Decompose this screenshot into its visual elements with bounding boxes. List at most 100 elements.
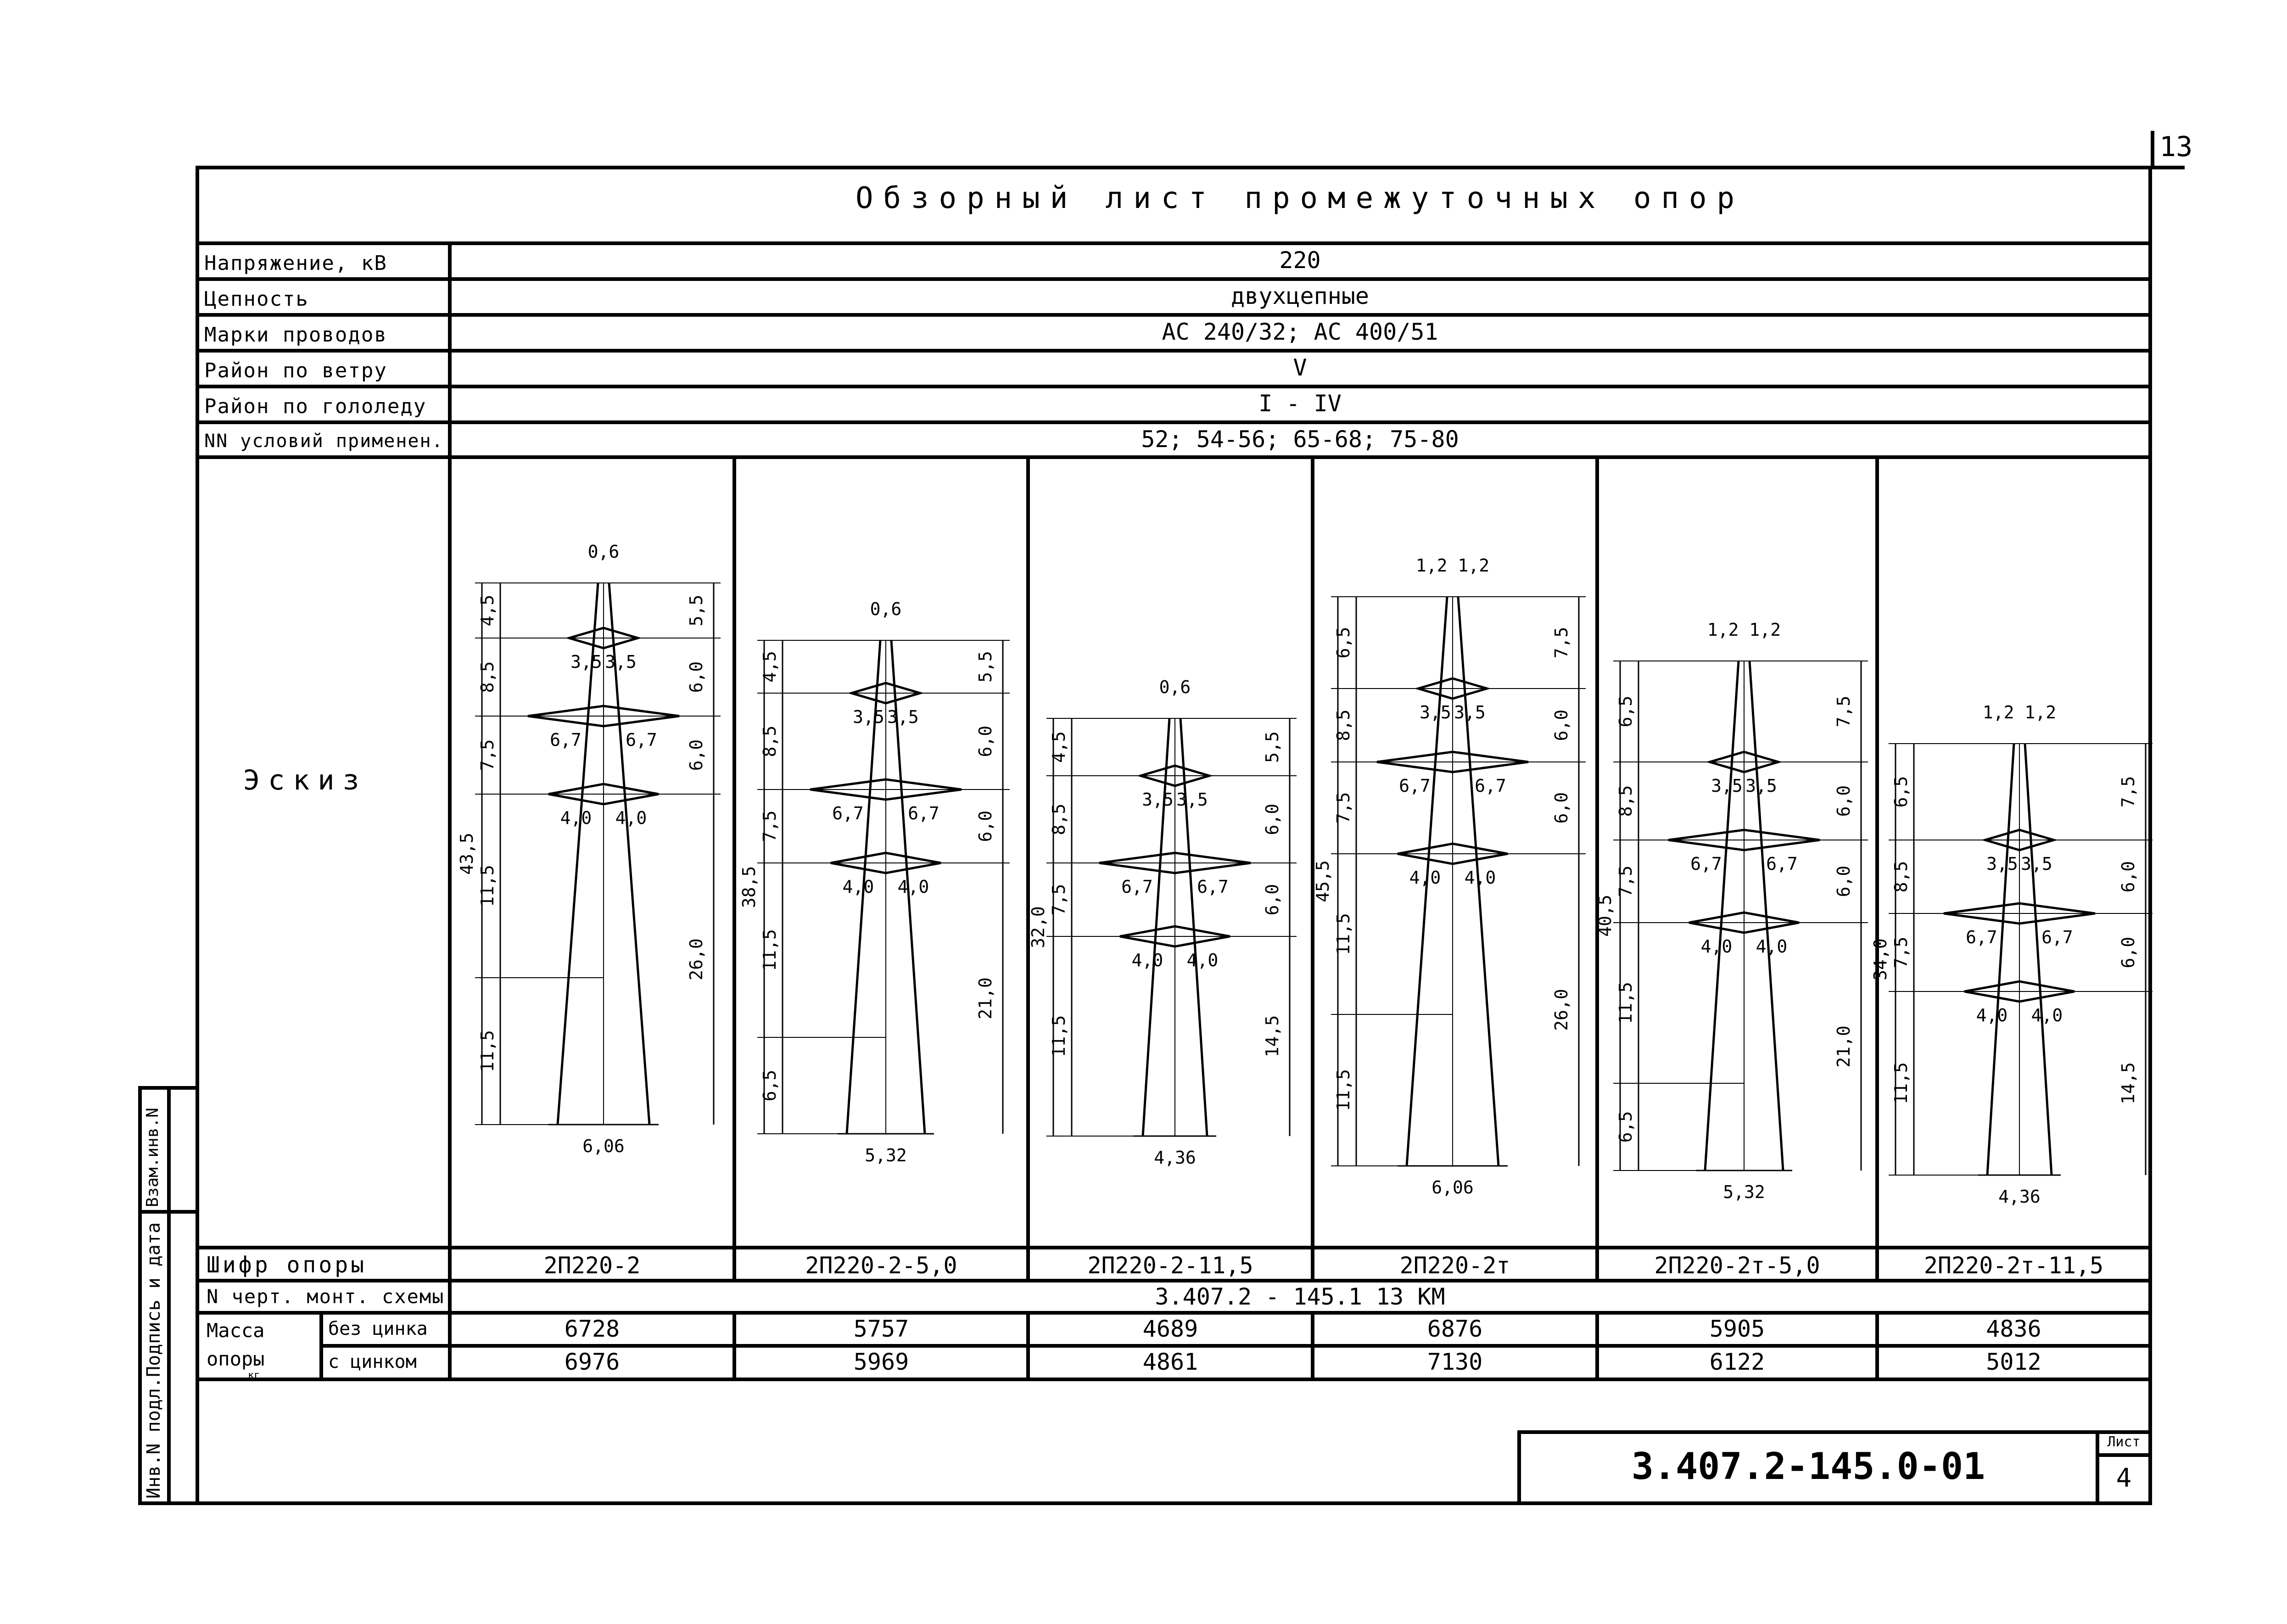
arm-dim-label: 3,5 xyxy=(887,707,919,727)
tower-code: 2П220-2т-11,5 xyxy=(1924,1252,2104,1279)
param-value: двухцепные xyxy=(1230,283,1370,309)
tower-leg xyxy=(1141,718,1171,1137)
dim-label: 6,0 xyxy=(2118,861,2138,893)
arm-dim-label: 3,5 xyxy=(2021,854,2052,874)
dim-label: 7,5 xyxy=(1333,792,1353,824)
dim-label: 14,5 xyxy=(2118,1062,2138,1104)
dim-label: 8,5 xyxy=(1333,710,1353,741)
arm-dim-label: 3,5 xyxy=(1986,854,2018,874)
top-dim-label: 0,6 xyxy=(1159,677,1191,697)
sheet-frame xyxy=(196,166,2152,1505)
dim-label: 11,5 xyxy=(1049,1015,1069,1058)
param-label: Напряжение, кВ xyxy=(204,252,387,275)
arm-dim-label: 4,0 xyxy=(1701,936,1733,957)
tower-leg xyxy=(556,582,599,1125)
tower-code: 2П220-2-5,0 xyxy=(805,1252,957,1279)
arm-dim-label: 3,5 xyxy=(1142,790,1174,810)
dim-label: 6,5 xyxy=(1616,696,1636,728)
arm-dim-label: 3,5 xyxy=(1454,702,1486,722)
dim-label: 8,5 xyxy=(760,726,780,757)
dim-label: 8,5 xyxy=(1049,804,1069,835)
arm-dim-label: 6,7 xyxy=(626,730,657,750)
tower-leg xyxy=(890,640,926,1134)
arm-dim-label: 4,0 xyxy=(560,808,592,828)
arm-dim-label: 4,0 xyxy=(1465,868,1496,888)
dim-label: 6,5 xyxy=(1333,627,1353,659)
dim-label: 6,5 xyxy=(1891,776,1911,808)
sketch-label: Эскиз xyxy=(243,764,368,796)
mass-no-zinc: 5757 xyxy=(853,1316,909,1342)
arm-dim-label: 6,7 xyxy=(2041,927,2073,947)
dim-label: 8,5 xyxy=(477,661,498,693)
sheet-number: 4 xyxy=(2116,1463,2132,1493)
arm-dim-label: 4,0 xyxy=(898,877,929,897)
mass-zinc: 7130 xyxy=(1427,1349,1483,1375)
arm-dim-label: 4,0 xyxy=(1187,950,1219,970)
arm-dim-label: 6,7 xyxy=(1121,877,1153,897)
dim-label: 7,5 xyxy=(1551,627,1571,659)
arm-dim-label: 4,0 xyxy=(1409,868,1441,888)
dim-label: 6,5 xyxy=(760,1070,780,1102)
arm-dim-label: 3,5 xyxy=(1711,776,1743,796)
top-dim-label: 1,2 1,2 xyxy=(1707,620,1781,640)
arm-dim-label: 4,0 xyxy=(843,877,874,897)
base-width-label: 6,06 xyxy=(1431,1177,1474,1198)
dim-label: 8,5 xyxy=(1891,861,1911,893)
param-label: Район по гололеду xyxy=(204,395,427,418)
dim-label: 7,5 xyxy=(1049,884,1069,916)
arm-dim-label: 6,7 xyxy=(550,730,582,750)
overall-height-label: 38,5 xyxy=(739,866,759,908)
tower-leg xyxy=(1405,596,1448,1166)
dim-label: 6,0 xyxy=(686,739,706,771)
arm-dim-label: 3,5 xyxy=(570,652,602,672)
base-width-label: 5,32 xyxy=(865,1145,907,1165)
mass-row-label: Масса опоры xyxy=(207,1319,265,1370)
top-dim-label: 1,2 1,2 xyxy=(1416,555,1489,576)
dim-label: 5,5 xyxy=(1262,731,1282,763)
dim-label: 6,0 xyxy=(1834,866,1854,897)
stamp-sign-date: Подпись и дата xyxy=(143,1222,164,1377)
no-zinc-label: без цинка xyxy=(328,1318,428,1339)
top-dim-label: 1,2 1,2 xyxy=(1983,702,2056,722)
arm-dim-label: 4,0 xyxy=(615,808,647,828)
dim-label: 11,5 xyxy=(1333,1069,1353,1111)
arm-dim-label: 6,7 xyxy=(1966,927,1997,947)
overall-height-label: 34,0 xyxy=(1870,938,1890,980)
tower-leg xyxy=(1179,718,1208,1137)
dim-label: 6,0 xyxy=(1262,804,1282,835)
base-width-label: 4,36 xyxy=(1154,1148,1196,1168)
arm-dim-label: 3,5 xyxy=(853,707,884,727)
top-dim-label: 0,6 xyxy=(588,542,620,562)
page-number: 13 xyxy=(2159,131,2193,163)
dim-label: 7,5 xyxy=(1616,866,1636,897)
param-value: V xyxy=(1293,354,1307,381)
page-title: Обзорный лист промежуточных опор xyxy=(856,181,1745,215)
overall-height-label: 32,0 xyxy=(1028,906,1048,948)
dim-label: 5,5 xyxy=(686,595,706,627)
dim-label: 6,0 xyxy=(1834,785,1854,817)
dim-label: 6,0 xyxy=(975,726,995,757)
arm-dim-label: 6,7 xyxy=(1766,854,1798,874)
tower-code: 2П220-2 xyxy=(543,1252,641,1279)
dim-label: 14,5 xyxy=(1262,1015,1282,1058)
overall-height-label: 40,5 xyxy=(1595,895,1615,937)
mass-zinc: 6976 xyxy=(564,1349,620,1375)
stamp-inv-orig: Инв.N подл. xyxy=(143,1377,164,1499)
dim-label: 6,5 xyxy=(1616,1111,1636,1143)
dim-label: 11,5 xyxy=(1333,913,1353,955)
param-value: АС 240/32; АС 400/51 xyxy=(1162,319,1438,345)
mass-zinc: 5969 xyxy=(853,1349,909,1375)
mass-no-zinc: 5905 xyxy=(1709,1316,1765,1342)
arm-dim-label: 6,7 xyxy=(1690,854,1722,874)
stamp-replace-inv: Взам.инв.N xyxy=(143,1108,162,1207)
arm-dim-label: 4,0 xyxy=(2031,1005,2063,1025)
mass-unit: кг xyxy=(248,1370,260,1381)
dim-label: 6,0 xyxy=(1262,884,1282,916)
dim-label: 7,5 xyxy=(2118,776,2138,808)
document-code: 3.407.2-145.0-01 xyxy=(1631,1445,1985,1488)
dim-label: 4,5 xyxy=(760,651,780,683)
dim-label: 6,0 xyxy=(2118,937,2138,969)
dim-label: 6,0 xyxy=(686,661,706,693)
